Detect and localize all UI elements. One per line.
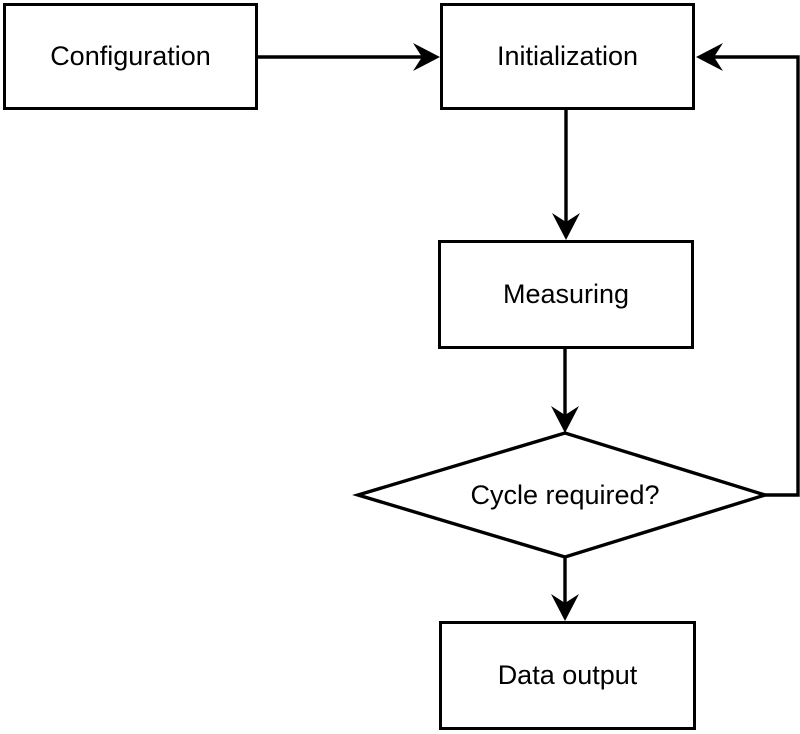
- node-initialization: Initialization: [440, 3, 695, 110]
- arrowhead-right-icon: [413, 43, 440, 71]
- node-initialization-label: Initialization: [496, 41, 639, 71]
- node-data-output: Data output: [439, 621, 696, 730]
- node-configuration: Configuration: [3, 3, 258, 110]
- node-data-output-label: Data output: [497, 660, 638, 690]
- edge-cycle-required-to-data-output: [551, 557, 579, 621]
- arrowhead-down-icon: [551, 594, 579, 621]
- node-configuration-label: Configuration: [50, 41, 211, 71]
- edge-configuration-to-initialization: [258, 43, 440, 71]
- decision-node-shape: [352, 431, 771, 559]
- edge-line: [714, 55, 800, 497]
- node-measuring-label: Measuring: [502, 279, 630, 309]
- arrowhead-left-icon: [696, 43, 723, 71]
- node-measuring: Measuring: [438, 240, 694, 349]
- edge-cycle-required-to-initialization-feedback: [696, 43, 800, 497]
- arrowhead-down-icon: [551, 406, 579, 433]
- edge-initialization-to-measuring: [552, 110, 580, 240]
- arrowhead-down-icon: [552, 213, 580, 240]
- edge-measuring-to-cycle-required: [551, 349, 579, 433]
